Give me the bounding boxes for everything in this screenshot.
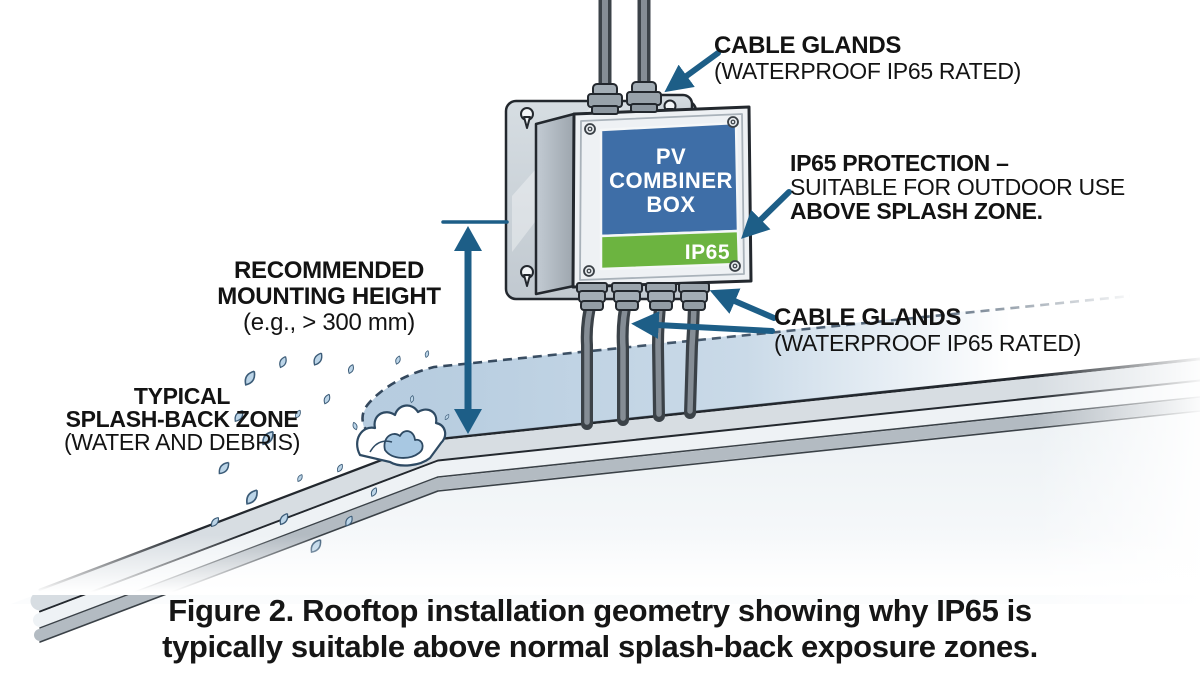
splash-zone-dashed-boundary [361,294,1131,454]
water-droplet-icon [424,350,430,358]
callout-line: SUITABLE FOR OUTDOOR USE [790,174,1125,200]
keyhole-icon [520,265,534,287]
callout-arrow-icon [709,288,777,321]
figure-caption: Figure 2. Rooftop installation geometry … [0,593,1200,665]
cable-gland-icon [678,282,710,311]
combiner-box: PV COMBINER BOX IP65 [534,105,753,296]
box-front-bezel [579,113,745,281]
corner-screw-icon [584,123,596,135]
splash-burst-icon [352,395,450,467]
callout-line: TYPICAL [133,383,231,409]
water-droplet-icon [297,474,303,482]
callout-cable-glands-bottom: CABLE GLANDS (WATERPROOF IP65 RATED) [774,305,1081,356]
cable-gland-icon [611,282,643,311]
water-droplet-icon [262,430,274,446]
callout-splash-zone: TYPICAL SPLASH-BACK ZONE (WATER AND DEBR… [26,385,338,454]
callout-arrow-icon [631,311,775,339]
water-droplet-icon [345,515,353,527]
water-droplet-icon [323,393,331,405]
splash-zone [361,294,1131,454]
cable [684,292,700,419]
callout-title: CABLE GLANDS [714,32,902,59]
water-droplet-icon [279,512,289,526]
keyhole-icon [520,107,534,129]
callout-subtitle: (WATERPROOF IP65 RATED) [774,330,1082,356]
splash-zone-fill [362,294,1131,454]
water-droplet-icon [348,364,354,375]
dc-cables-top [598,0,651,92]
cable [580,292,598,430]
water-droplet-icon [218,461,230,475]
box-label-line2: COMBINER [609,168,733,193]
water-droplet-icon [370,487,378,497]
callout-ip65-protection: IP65 PROTECTION – SUITABLE FOR OUTDOOR U… [790,151,1125,223]
water-droplet-icon [210,517,220,528]
callout-line: IP65 PROTECTION – [790,150,1009,176]
corner-screw-icon [729,260,741,272]
callout-subtitle: (WATERPROOF IP65 RATED) [714,58,1022,84]
corner-screw-icon [727,116,739,128]
cable [651,292,667,422]
cable-gland-icon [576,282,608,311]
cable [616,292,633,426]
callout-line: ABOVE SPLASH ZONE. [790,198,1043,224]
callout-line: SPLASH-BACK ZONE [65,406,299,432]
water-droplet-icon [313,352,323,366]
water-droplet-icon [244,370,256,386]
water-droplet-icon [295,409,301,419]
caption-line: typically suitable above normal splash-b… [162,629,1038,664]
cable-glands-top [587,81,662,115]
callout-arrow-icon [664,50,721,93]
box-side-face [534,112,576,296]
corner-screw-icon [583,265,595,277]
measurement-arrow-icon [441,220,509,434]
callout-arrow-icon [741,189,792,239]
water-droplet-icon [234,410,244,422]
box-label-line1: PV [656,144,686,169]
cable-glands-bottom [576,282,710,311]
callout-line: RECOMMENDED [233,257,425,284]
water-droplet-icon [395,355,401,365]
callout-line: MOUNTING HEIGHT [217,283,441,310]
water-droplet-icon [245,489,258,505]
callout-mounting-height: RECOMMENDED MOUNTING HEIGHT (e.g., > 300… [193,258,465,336]
callout-line: (WATER AND DEBRIS) [63,429,301,455]
callout-cable-glands-top: CABLE GLANDS (WATERPROOF IP65 RATED) [714,33,1021,84]
cable-gland-icon [587,83,623,115]
water-droplet-icon [337,463,343,473]
water-droplet-icon [279,356,287,369]
cable-gland-icon [645,282,677,311]
callout-title: CABLE GLANDS [774,304,962,331]
callout-line: (e.g., > 300 mm) [243,309,415,336]
box-label-line3: BOX [646,192,695,217]
box-badge-text: IP65 [685,241,730,264]
fade-bottom [0,535,1200,595]
cable-gland-icon [626,81,662,113]
caption-line: Figure 2. Rooftop installation geometry … [168,593,1032,628]
